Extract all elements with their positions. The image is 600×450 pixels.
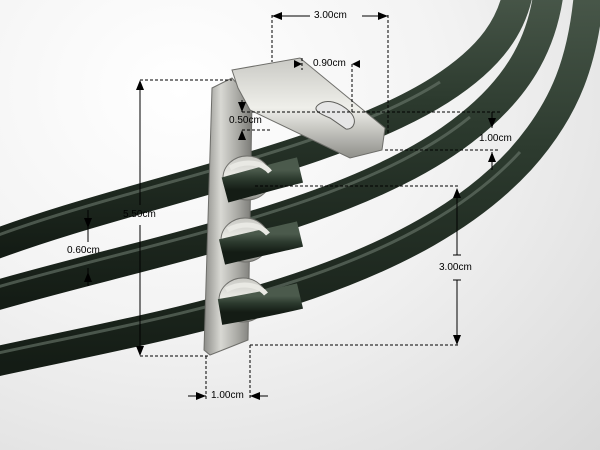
metal-clip <box>203 57 386 356</box>
dimension-tube-gap-label: 0.60cm <box>67 245 100 256</box>
dimension-clip-width-label: 3.00cm <box>314 10 347 21</box>
heating-tube-middle <box>0 0 563 310</box>
dimension-bend-offset-label: 0.50cm <box>229 115 262 126</box>
dimension-base-width-label: 1.00cm <box>211 390 244 401</box>
dimension-overall-height-label: 5.50cm <box>123 209 156 220</box>
dimension-arrows <box>84 12 496 400</box>
heating-tube-inner <box>0 0 600 376</box>
dimension-slot-width-label: 0.90cm <box>313 58 346 69</box>
dimension-tab-height-label: 1.00cm <box>479 133 512 144</box>
clip-top-tab <box>231 57 386 159</box>
dimension-clip-spacing-label: 3.00cm <box>439 262 472 273</box>
